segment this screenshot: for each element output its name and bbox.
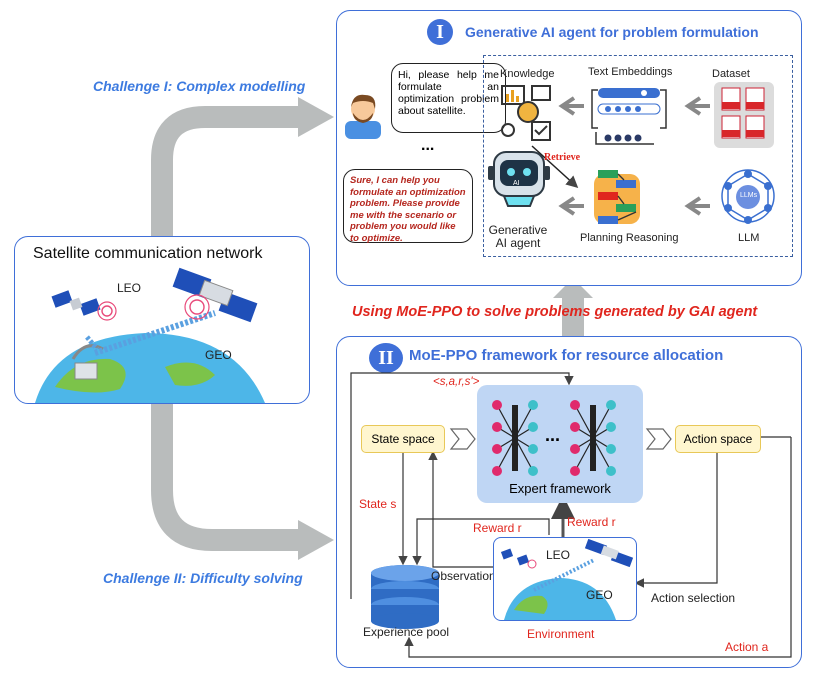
panel-1-graphics [488,82,775,224]
dataset-label: Dataset [712,68,750,80]
planning-reasoning-icon [594,170,640,224]
agent-message-text: Sure, I can help you formulate an optimi… [350,175,466,244]
panel-2-connectors [350,372,792,658]
robot-icon [488,151,550,207]
satellite-network-box: Satellite communication network [14,236,310,404]
knowledge-icon [501,85,551,141]
chevron-to-action [645,428,672,450]
earth-icon [35,333,265,403]
expert-networks-icon [492,400,616,476]
knowledge-label: Knowledge [500,68,555,80]
experience-pool-icon [371,565,439,629]
llm-label: LLM [738,232,760,244]
environment-label: Environment [527,627,595,641]
tuple-label: <s,a,r,s'> [433,376,480,388]
robot-face-label: AI [513,180,520,187]
arrow-from-llm [684,196,710,216]
panel-2: II MoE-PPO framework for resource alloca… [336,336,802,668]
action-space-box: Action space [675,425,761,453]
llms-badge: LLMs [740,192,758,199]
env-geo-label: GEO [586,588,613,602]
panel-1-badge: I [427,19,453,45]
arrow-from-planning [558,196,584,216]
leo-satellite-icon [51,290,117,321]
agent-message-bubble: Sure, I can help you formulate an optimi… [343,169,473,244]
expert-framework-box: ... Expert framework [477,385,643,503]
observation-label: Observation [431,569,496,583]
challenge-2-label: Challenge II: Difficulty solving [103,570,303,586]
chevron-to-expert [449,428,476,450]
reward-r-left-label: Reward r [473,521,522,535]
text-embeddings-label: Text Embeddings [588,66,673,78]
panel-2-badge: II [369,343,403,373]
panel-1-title: Generative AI agent for problem formulat… [465,24,759,40]
user-avatar-icon [345,94,381,139]
reward-r-mid-label: Reward r [567,515,616,529]
state-s-label: State s [359,497,397,511]
retrieve-label: Retrieve [544,152,581,163]
generative-ai-agent-label: Generative AI agent [478,224,558,250]
panel-1: I Generative AI agent for problem formul… [336,10,802,286]
middle-caption: Using MoE-PPO to solve problems generate… [352,304,758,320]
gray-arrow-up [553,278,593,338]
dataset-icon [714,82,774,148]
geo-satellite-icon [172,267,258,323]
arrow-from-embeddings [558,96,584,116]
experience-pool-label: Experience pool [363,625,450,639]
planning-reasoning-label: Planning Reasoning [580,232,679,244]
challenge-1-label: Challenge I: Complex modelling [93,78,306,94]
retrieve-arrow [531,145,579,189]
leo-label: LEO [117,281,142,295]
arrow-from-dataset [684,96,710,116]
gray-arrow-challenge-1 [151,97,334,236]
agent-dashed-box: Knowledge Text Embeddings Dataset [483,55,793,257]
environment-satellite-icon [500,538,634,620]
text-embeddings-icon [591,88,667,145]
chat-ellipsis: ... [421,137,435,154]
env-leo-label: LEO [546,548,571,562]
user-message-text: Hi, please help me formulate an optimiza… [398,69,499,117]
ground-station-icon [71,344,104,380]
gray-arrow-challenge-2 [151,404,334,560]
panel-2-title: MoE-PPO framework for resource allocatio… [409,347,724,364]
expert-framework-label: Expert framework [509,481,611,496]
state-space-box: State space [361,425,445,453]
agent-label-line-1: Generative [488,223,548,237]
satellite-network-title: Satellite communication network [33,245,263,262]
expert-ellipsis: ... [545,425,561,445]
user-message-bubble: Hi, please help me formulate an optimiza… [391,63,506,133]
action-selection-label: Action selection [651,591,736,605]
agent-label-line-2: AI agent [495,236,541,250]
geo-label: GEO [205,348,232,362]
satellite-illustration [35,267,265,403]
environment-box: LEO GEO [493,537,637,621]
llm-network-icon [721,169,775,224]
action-a-label: Action a [725,640,769,654]
